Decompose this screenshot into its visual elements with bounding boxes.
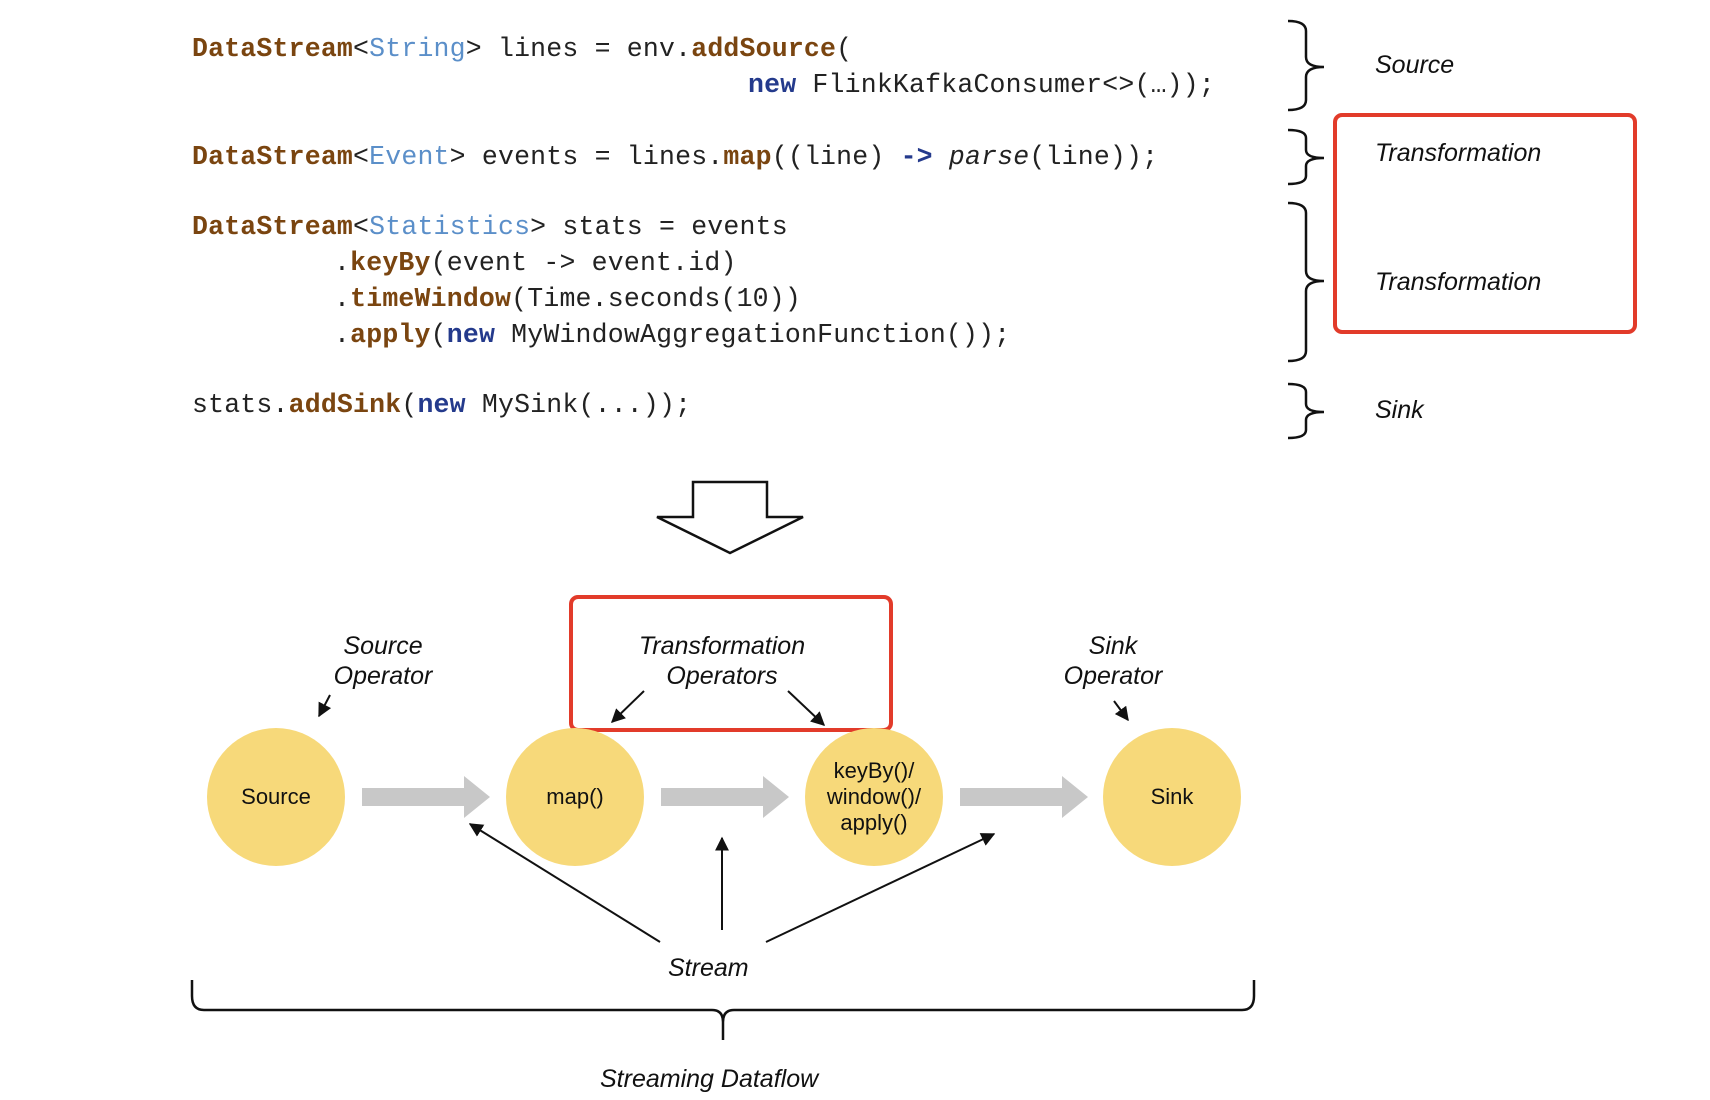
transformation-operators-label-line1: Transformation	[638, 632, 806, 660]
code-text: FlinkKafkaConsumer<>(…));	[796, 70, 1215, 100]
code-keyword: DataStream	[192, 34, 354, 64]
transformation-operators-label: Transformation Operators	[612, 631, 832, 691]
code-method: apply	[350, 320, 431, 350]
code-method: addSource	[691, 34, 837, 64]
code-text: >	[465, 34, 482, 64]
code-text: (event -> event.id)	[430, 248, 737, 278]
stream-pointer-left	[468, 823, 661, 943]
code-text: events = lines.	[465, 142, 724, 172]
code-type: Event	[369, 142, 450, 172]
code-line-keyby: .keyBy(event -> event.id)	[334, 245, 737, 281]
code-function: parse	[948, 142, 1030, 172]
source-node: Source	[207, 728, 345, 866]
code-method: map	[723, 142, 772, 172]
sink-node-label: Sink	[1150, 784, 1194, 809]
code-text: lines = env.	[481, 34, 692, 64]
code-text: (	[430, 320, 447, 350]
code-line-map: DataStream<Event> events = lines.map((li…	[192, 139, 1158, 175]
code-text: .	[334, 248, 351, 278]
keyby-node-label-line3: apply()	[840, 810, 908, 835]
flow-arrow-map-keyby	[661, 776, 789, 818]
code-new-keyword: new	[446, 320, 496, 350]
code-text: stats.	[192, 390, 289, 420]
label-source: Source	[1375, 51, 1455, 79]
code-method: keyBy	[350, 248, 431, 278]
code-keyword: DataStream	[192, 142, 354, 172]
sink-operator-label-line2: Operator	[1063, 662, 1163, 690]
keyby-window-apply-node: keyBy()/ window()/ apply()	[805, 728, 943, 866]
operators-highlight-box	[569, 595, 893, 732]
code-text: (	[401, 390, 418, 420]
code-method: addSink	[288, 390, 402, 420]
code-text: MyWindowAggregationFunction());	[495, 320, 1011, 350]
code-type: Statistics	[369, 212, 531, 242]
code-line-source-cont: new FlinkKafkaConsumer<>(…));	[748, 67, 1215, 103]
keyby-node-label-line1: keyBy()/	[833, 758, 915, 783]
code-new-keyword: new	[417, 390, 466, 420]
stream-label: Stream	[668, 954, 749, 982]
brace-sink	[1287, 382, 1325, 440]
source-operator-pointer	[318, 694, 332, 718]
sink-operator-pointer	[1113, 700, 1129, 722]
code-line-stats: DataStream<Statistics> stats = events	[192, 209, 788, 245]
sink-node: Sink	[1103, 728, 1241, 866]
code-text: (	[836, 34, 853, 64]
code-text: MySink(...));	[465, 390, 692, 420]
source-operator-label-line1: Source	[343, 632, 423, 660]
flow-arrow-keyby-sink	[960, 776, 1088, 818]
transformation-highlight-box	[1333, 113, 1637, 334]
brace-transformation-1	[1287, 128, 1325, 186]
label-transformation-2: Transformation	[1375, 268, 1542, 296]
code-text: <	[353, 142, 370, 172]
code-line-apply: .apply(new MyWindowAggregationFunction()…	[334, 317, 1010, 353]
code-arrow: ->	[900, 142, 933, 172]
brace-transformation-2	[1287, 201, 1325, 363]
code-line-sink: stats.addSink(new MySink(...));	[192, 387, 691, 423]
code-text: .	[334, 320, 351, 350]
source-operator-label-line2: Operator	[333, 662, 433, 690]
keyby-node-label-line2: window()/	[826, 784, 922, 809]
code-line-source: DataStream<String> lines = env.addSource…	[192, 31, 852, 67]
brace-source	[1287, 19, 1325, 112]
source-operator-label: Source Operator	[300, 631, 466, 691]
code-text: <	[353, 212, 370, 242]
label-sink: Sink	[1375, 396, 1424, 424]
code-type: String	[369, 34, 466, 64]
stream-pointer-right	[765, 833, 996, 943]
code-text: >	[530, 212, 547, 242]
map-node-label: map()	[546, 784, 604, 809]
code-text: ((line)	[771, 142, 901, 172]
down-arrow-icon	[656, 480, 804, 555]
streaming-dataflow-label: Streaming Dataflow	[600, 1065, 819, 1093]
map-node: map()	[506, 728, 644, 866]
code-text: (line));	[1029, 142, 1159, 172]
label-transformation-1: Transformation	[1375, 139, 1542, 167]
code-text: stats = events	[546, 212, 788, 242]
code-new-keyword: new	[748, 70, 797, 100]
transformation-pointer-keyby	[787, 690, 826, 726]
sink-operator-label: Sink Operator	[1030, 631, 1196, 691]
source-node-label: Source	[241, 784, 311, 809]
transformation-pointer-map	[610, 690, 645, 723]
code-line-timewindow: .timeWindow(Time.seconds(10))	[334, 281, 801, 317]
code-text: <	[353, 34, 370, 64]
brace-streaming-dataflow	[190, 980, 1256, 1040]
flow-arrow-source-map	[362, 776, 490, 818]
code-keyword: DataStream	[192, 212, 354, 242]
transformation-operators-label-line2: Operators	[666, 662, 778, 690]
sink-operator-label-line1: Sink	[1088, 632, 1138, 660]
code-text: .	[334, 284, 351, 314]
code-method: timeWindow	[350, 284, 512, 314]
code-text: >	[449, 142, 466, 172]
code-text: (Time.seconds(10))	[511, 284, 801, 314]
